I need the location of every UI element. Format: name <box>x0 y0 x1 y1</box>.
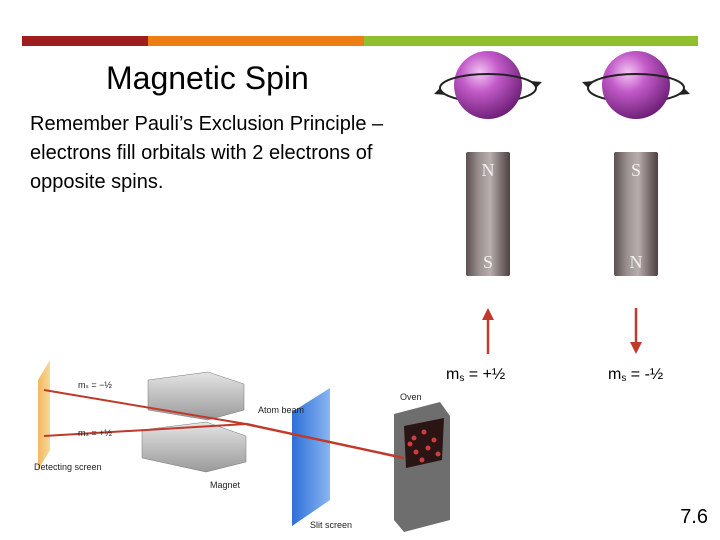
magnet-upper <box>147 371 245 421</box>
header-bar-orange <box>148 36 364 46</box>
magnet-bottom-pole-label: S <box>482 252 493 272</box>
oven-icon <box>394 402 450 532</box>
arrow-down-icon <box>630 308 642 354</box>
ms-minus-label: ms = -½ <box>608 366 664 384</box>
header-bar-green <box>364 36 698 46</box>
arrow-up-icon <box>482 308 494 354</box>
magnet-top-pole-label: S <box>630 160 641 180</box>
slit-screen <box>292 388 330 526</box>
ms-plus-label: ms = +½ <box>446 366 506 384</box>
magnet-top-pole-label: N <box>481 160 495 180</box>
spin-up-sphere <box>434 51 542 119</box>
label-ms-minus: mₛ = −½ <box>78 380 112 390</box>
beam-lower-path <box>43 423 247 437</box>
label-detecting-screen: Detecting screen <box>34 462 102 472</box>
label-ms-plus: mₛ = +½ <box>78 428 112 438</box>
spin-down-sphere <box>582 51 690 119</box>
spin-spheres-illustration <box>434 51 690 119</box>
stern-gerlach-diagram <box>38 360 450 532</box>
label-magnet: Magnet <box>210 480 241 490</box>
slide-title: Magnetic Spin <box>106 60 309 96</box>
page-number: 7.6 <box>680 506 708 528</box>
atom-beam-line <box>245 422 405 460</box>
header-bar-red <box>22 36 148 46</box>
label-atom-beam: Atom beam <box>258 405 305 415</box>
label-oven: Oven <box>400 392 422 402</box>
magnet-bottom-pole-label: N <box>629 252 643 272</box>
label-slit-screen: Slit screen <box>310 520 353 530</box>
beam-upper-path <box>43 389 247 425</box>
magnet-lower <box>141 421 247 473</box>
bar-magnet-spin-down: S N <box>614 152 658 276</box>
bar-magnet-spin-up: N S <box>466 152 510 276</box>
slide-body-text: Remember Pauli’s Exclusion Principle – e… <box>30 113 384 193</box>
detecting-screen <box>38 360 50 470</box>
